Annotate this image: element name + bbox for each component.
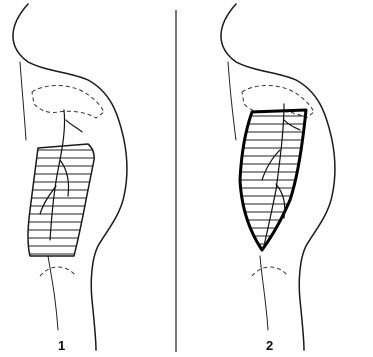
panel-2-vessel-branch-a [284, 120, 300, 130]
panel-1-vessel-main [50, 110, 65, 240]
panel-1-shoulder-dashed-outline [32, 86, 104, 118]
panel-1-drawing [13, 4, 127, 350]
panel-2-elbow-dashed-outline [252, 267, 288, 276]
panel-2-flap-hatching [230, 116, 320, 244]
panel-2-torso-line [228, 62, 236, 140]
panel-1-torso-line [20, 62, 26, 140]
panel-1-vessel-branch-b [60, 160, 69, 196]
panel-1-flap-hatching [20, 150, 110, 254]
panel-2-label: 2 [266, 338, 273, 353]
panel-1-label: 1 [58, 338, 65, 353]
panel-2-vessel-main [264, 104, 284, 246]
panel-2-drawing [221, 4, 335, 350]
panel-1-elbow-dashed-outline [40, 267, 76, 276]
panel-1-vessel-branch-a [66, 120, 82, 132]
panel-1-body-outline [13, 4, 127, 350]
